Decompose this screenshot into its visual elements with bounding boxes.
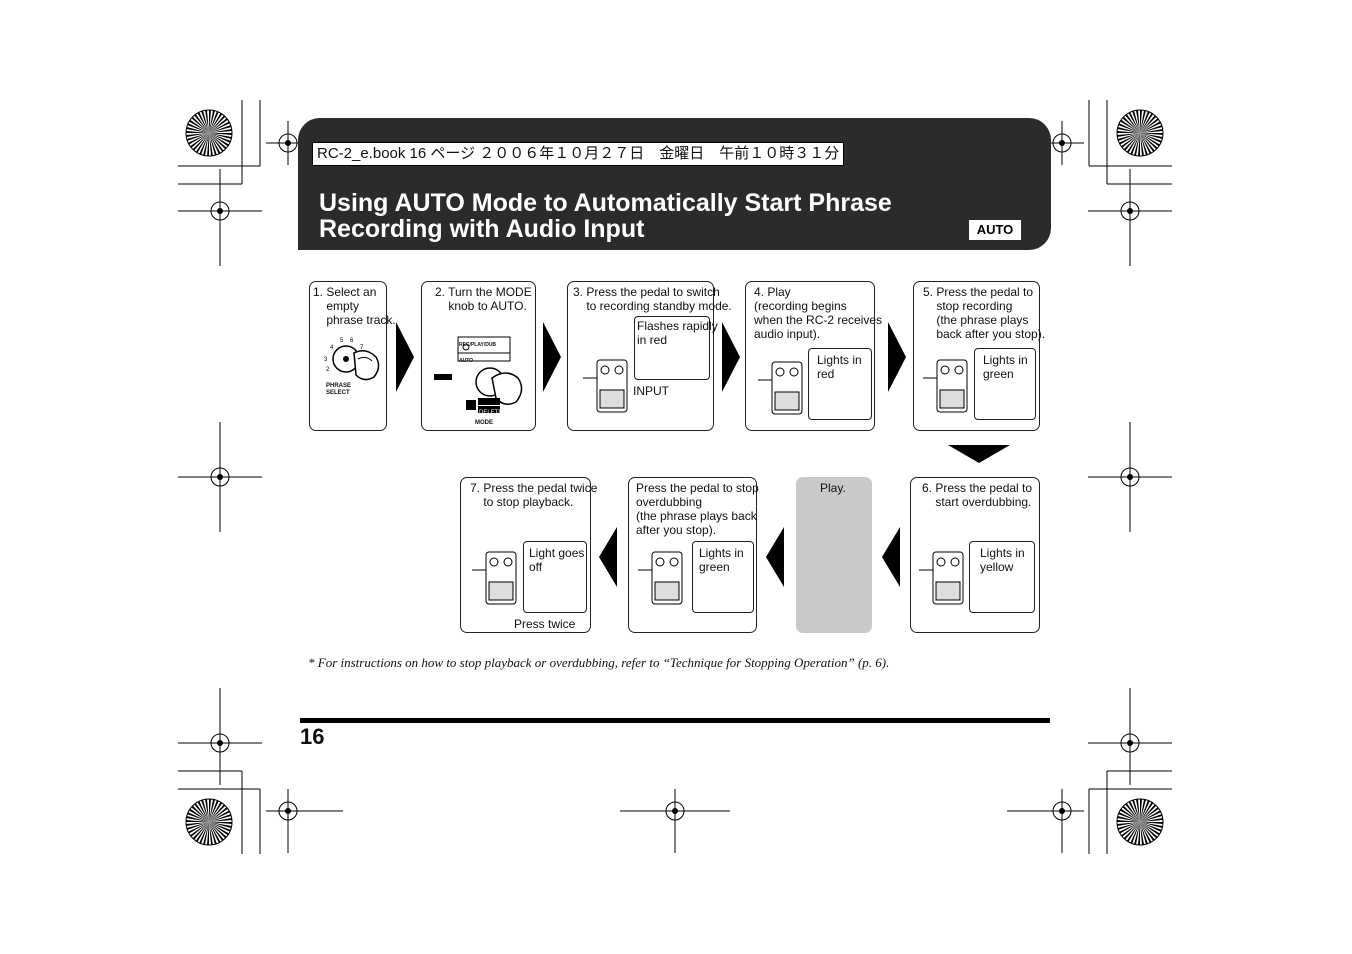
footnote: * For instructions on how to stop playba… bbox=[308, 655, 890, 670]
book-info-line: RC-2_e.book 16 ページ ２００６年１０月２７日 金曜日 午前１０時… bbox=[312, 142, 845, 166]
rc2-pedal-icon bbox=[638, 551, 683, 605]
arrow-right-icon bbox=[722, 322, 740, 392]
auto-badge: AUTO bbox=[969, 220, 1021, 240]
starburst-target-icon bbox=[1116, 798, 1164, 846]
rc2-pedal-icon bbox=[919, 551, 964, 605]
step-2-box: 2. Turn the MODE knob to AUTO. REC/PLAY/… bbox=[421, 281, 536, 431]
step-3-status: Flashes rapidly in red bbox=[637, 319, 718, 347]
step-4-caption: 4. Play (recording begins when the RC-2 … bbox=[754, 285, 883, 341]
step-3-caption: 3. Press the pedal to switch to recordin… bbox=[573, 285, 732, 313]
play-caption: Play. bbox=[820, 481, 846, 495]
arrow-left-icon bbox=[882, 527, 900, 587]
step-2-caption: 2. Turn the MODE knob to AUTO. bbox=[435, 285, 532, 313]
step-5-status-callout: Lights in green bbox=[974, 348, 1036, 420]
step-4-box: 4. Play (recording begins when the RC-2 … bbox=[745, 281, 882, 431]
step-6-status-callout: Lights in yellow bbox=[969, 541, 1035, 613]
title-banner bbox=[298, 118, 1051, 250]
arrow-right-icon bbox=[396, 322, 414, 392]
rc2-pedal-icon bbox=[758, 361, 803, 415]
page-rule bbox=[300, 718, 1050, 723]
step-stop-dub-caption: Press the pedal to stop overdubbing (the… bbox=[636, 481, 759, 537]
mode-knob-icon bbox=[434, 336, 523, 413]
svg-text:4: 4 bbox=[330, 345, 334, 351]
step-5-status: Lights in green bbox=[983, 353, 1028, 381]
starburst-target-icon bbox=[1116, 109, 1164, 157]
title-line-1: Using AUTO Mode to Automatically Start P… bbox=[319, 189, 892, 217]
phrase-select-label: PHRASE SELECT bbox=[326, 383, 352, 396]
step-2-panel-label: REC/PLAY/DUB bbox=[459, 342, 497, 348]
page-title: Using AUTO Mode to Automatically Start P… bbox=[319, 190, 892, 242]
svg-text:3: 3 bbox=[324, 357, 328, 363]
rc2-pedal-icon bbox=[923, 359, 968, 413]
svg-text:6: 6 bbox=[350, 338, 354, 344]
starburst-target-icon bbox=[185, 798, 233, 846]
step-6-status: Lights in yellow bbox=[980, 546, 1025, 574]
step-stop-dub-status: Lights in green bbox=[699, 546, 744, 574]
arrow-left-icon bbox=[599, 527, 617, 587]
step-5-caption: 5. Press the pedal to stop recording (th… bbox=[923, 285, 1046, 341]
step-4-status: Lights in red bbox=[817, 353, 862, 381]
step-7-box: 7. Press the pedal twice to stop playbac… bbox=[460, 477, 597, 633]
step-stop-dub-box: Press the pedal to stop overdubbing (the… bbox=[628, 477, 759, 633]
svg-text:5: 5 bbox=[340, 338, 344, 344]
step-2-mode-label: MODE bbox=[475, 420, 493, 426]
step-4-status-callout: Lights in red bbox=[808, 348, 872, 420]
step-2-delete-label: DELETE bbox=[479, 410, 503, 416]
page-number: 16 bbox=[300, 724, 325, 749]
step-3-input-label: INPUT bbox=[633, 384, 669, 398]
svg-text:2: 2 bbox=[326, 367, 330, 373]
rc2-pedal-icon bbox=[472, 551, 517, 605]
step-1-caption: 1. Select an empty phrase track. bbox=[313, 285, 396, 327]
step-7-press-twice: Press twice bbox=[514, 617, 576, 631]
play-box: Play. bbox=[796, 477, 872, 633]
step-6-box: 6. Press the pedal to start overdubbing.… bbox=[910, 477, 1040, 633]
step-6-caption: 6. Press the pedal to start overdubbing. bbox=[922, 481, 1033, 509]
rc2-pedal-icon bbox=[583, 359, 628, 413]
svg-text:7: 7 bbox=[360, 345, 364, 351]
step-5-box: 5. Press the pedal to stop recording (th… bbox=[913, 281, 1045, 431]
step-stop-dub-status-callout: Lights in green bbox=[692, 541, 754, 613]
step-7-status-callout: Light goes off bbox=[523, 541, 587, 613]
step-7-caption: 7. Press the pedal twice to stop playbac… bbox=[470, 481, 598, 509]
step-7-status: Light goes off bbox=[529, 546, 585, 574]
title-line-2: Recording with Audio Input bbox=[319, 215, 645, 243]
arrow-down-icon bbox=[948, 445, 1010, 463]
starburst-target-icon bbox=[185, 109, 233, 157]
arrow-right-icon bbox=[888, 322, 906, 392]
step-3-box: 3. Press the pedal to switch to recordin… bbox=[567, 281, 732, 431]
arrow-left-icon bbox=[766, 527, 784, 587]
arrow-right-icon bbox=[543, 322, 561, 392]
step-3-status-callout: Flashes rapidly in red bbox=[634, 316, 718, 380]
step-2-auto-label: AUTO bbox=[459, 358, 474, 364]
